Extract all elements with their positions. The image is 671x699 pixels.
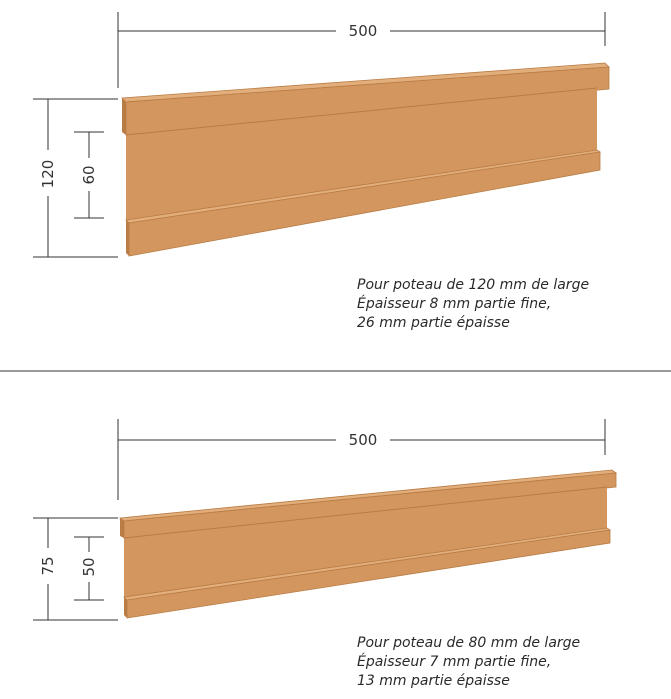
width-dimension-1: 500	[117, 12, 606, 88]
height-total-label-2: 75	[39, 556, 57, 575]
caption-2-line-1: Pour poteau de 80 mm de large	[357, 635, 581, 651]
width-dimension-2: 500	[117, 419, 606, 500]
height-dimension-total-2: 75	[33, 517, 118, 621]
caption-2-line-3: 13 mm partie épaisse	[357, 673, 510, 689]
panel-1: 500 120 60	[33, 12, 610, 258]
caption-2: Pour poteau de 80 mm de large Épaisseur …	[357, 634, 580, 691]
wood-board-1	[121, 62, 610, 257]
panel-2: 500 75 50	[33, 419, 618, 621]
caption-2-line-2: Épaisseur 7 mm partie fine,	[357, 654, 552, 670]
wood-board-2	[118, 469, 618, 619]
caption-1: Pour poteau de 120 mm de large Épaisseur…	[357, 276, 589, 333]
caption-1-line-3: 26 mm partie épaisse	[357, 315, 510, 331]
width-label-1: 500	[349, 22, 378, 40]
caption-1-line-2: Épaisseur 8 mm partie fine,	[357, 296, 552, 312]
height-dimension-inner-2: 50	[74, 536, 104, 601]
caption-1-line-1: Pour poteau de 120 mm de large	[357, 277, 590, 293]
width-label-2: 500	[349, 431, 378, 449]
height-inner-label-2: 50	[80, 557, 98, 576]
height-dimension-inner-1: 60	[74, 131, 104, 219]
height-dimension-total-1: 120	[33, 98, 118, 258]
height-inner-label-1: 60	[80, 165, 98, 184]
height-total-label-1: 120	[39, 160, 57, 189]
